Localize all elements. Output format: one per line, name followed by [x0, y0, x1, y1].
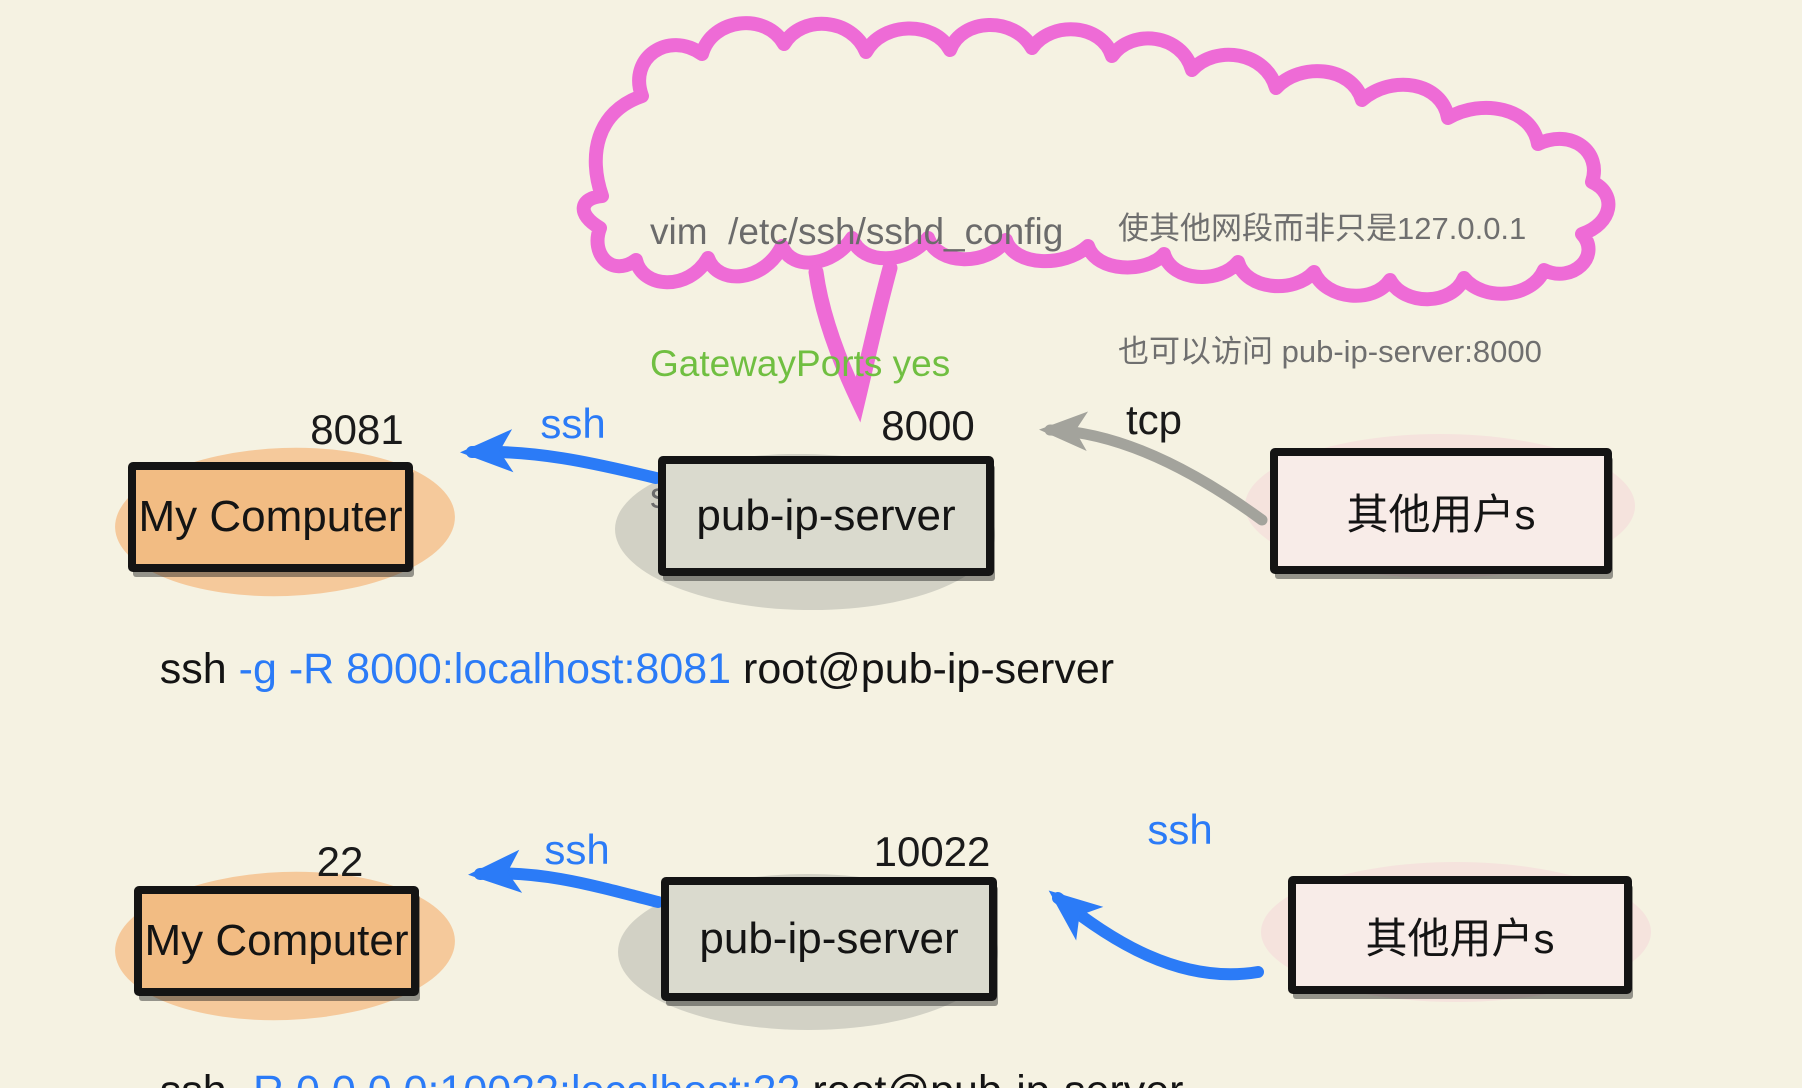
config-line-gateway: GatewayPorts yes — [650, 343, 951, 384]
pub-ip-server-label-row1: pub-ip-server — [696, 491, 956, 540]
command-suffix-row2: root@pub-ip-server — [800, 1067, 1183, 1088]
ssh-arrow-row2-right — [1048, 890, 1264, 981]
note-line-1: 使其他网段而非只是127.0.0.1 — [1118, 211, 1527, 246]
speech-bubble-outline — [576, 16, 1616, 307]
speech-bubble-tail — [808, 260, 898, 423]
my-computer-node-row1: My Computer — [128, 462, 413, 572]
command-prefix-row2: ssh — [160, 1067, 239, 1088]
command-highlight-row1: -g -R 8000:localhost:8081 — [238, 645, 732, 693]
other-users-label-row2: 其他用户s — [1365, 914, 1555, 962]
pub-ip-server-node-row1: pub-ip-server — [658, 456, 994, 576]
command-prefix-row1: ssh — [159, 645, 239, 693]
ssh-arrow-row1 — [460, 429, 662, 484]
my-computer-node-row2: My Computer — [134, 886, 419, 996]
my-computer-label-row2: My Computer — [144, 916, 409, 965]
ssh-command-row2: ssh -R 0.0.0.0:10022:localhost:22 root@p… — [112, 1018, 1184, 1088]
tcp-arrow-row1 — [1039, 411, 1268, 526]
tcp-arrow-label-row1: tcp — [1125, 396, 1183, 443]
ssh-arrow-label-row2-right: ssh — [1147, 806, 1213, 853]
command-highlight-row2: -R 0.0.0.0:10022:localhost:22 — [239, 1067, 801, 1088]
other-users-node-row1: 其他用户s — [1270, 448, 1612, 574]
my-computer-label-row1: My Computer — [138, 492, 403, 541]
port-label-my-computer-row2: 22 — [316, 838, 364, 885]
other-users-label-row1: 其他用户s — [1346, 490, 1536, 538]
config-line-vim: vim /etc/ssh/sshd_config — [650, 211, 1064, 252]
port-label-server-row1: 8000 — [881, 402, 975, 449]
other-users-node-row2: 其他用户s — [1288, 876, 1632, 994]
pub-ip-server-label-row2: pub-ip-server — [699, 914, 959, 963]
ssh-arrow-row2-left — [468, 849, 664, 908]
bubble-note-text: 使其他网段而非只是127.0.0.1 也可以访问 pub-ip-server:8… — [1118, 126, 1542, 454]
note-line-2: 也可以访问 pub-ip-server:8000 — [1118, 334, 1542, 369]
port-label-my-computer-row1: 8081 — [310, 406, 404, 453]
ssh-arrow-label-row1: ssh — [540, 400, 606, 447]
pub-ip-server-node-row2: pub-ip-server — [661, 877, 997, 1001]
command-suffix-row1: root@pub-ip-server — [731, 645, 1115, 693]
port-label-server-row2: 10022 — [873, 828, 991, 875]
ssh-arrow-label-row2-left: ssh — [544, 826, 610, 873]
ssh-command-row1: ssh -g -R 8000:localhost:8081 root@pub-i… — [112, 596, 1114, 743]
